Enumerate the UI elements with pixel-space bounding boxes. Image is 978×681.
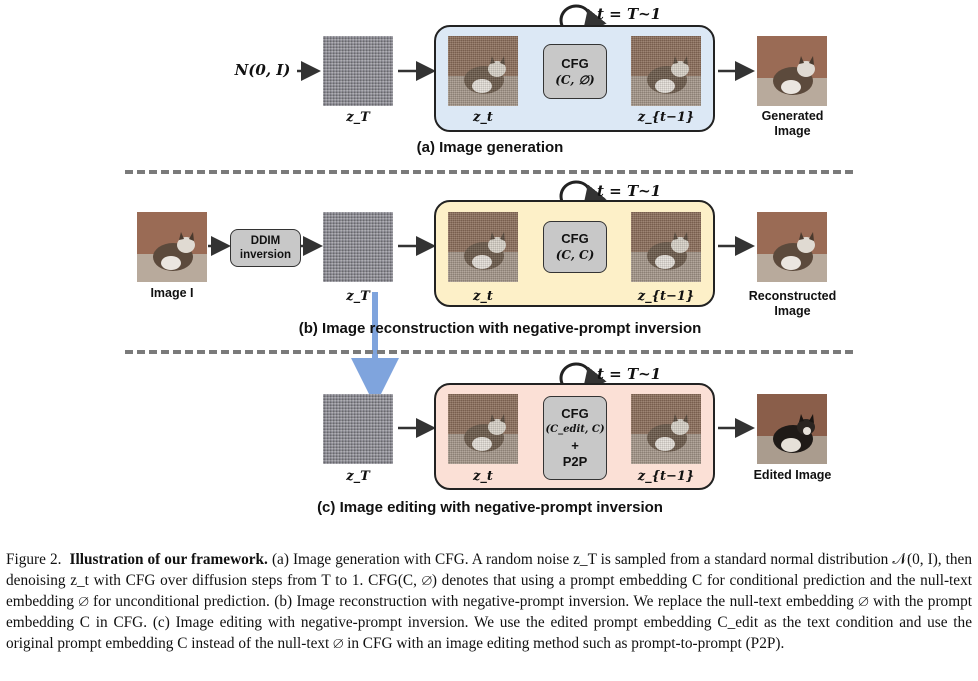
- zt1-label-a: z_{t−1}: [637, 110, 695, 125]
- loop-arrow-b: [559, 180, 607, 211]
- caption-figure-label: Figure 2.: [6, 551, 62, 568]
- noise-image-c: [323, 394, 393, 464]
- edited-cat-image: [757, 394, 827, 464]
- noisy-cat-image-c-zt1: [631, 394, 701, 464]
- cfg-box-a: CFG (C, ∅): [543, 44, 607, 99]
- panel-b-title: (b) Image reconstruction with negative-p…: [298, 320, 702, 337]
- reconstructed-image-caption: Reconstructed Image: [748, 289, 837, 318]
- diagram-arrows: [208, 4, 755, 438]
- loop-label-c: t = T~1: [597, 365, 662, 383]
- zt1-label-c: z_{t−1}: [637, 469, 695, 484]
- loop-label-b: t = T~1: [597, 182, 662, 200]
- noisy-cat-image-a-zt: [448, 36, 518, 106]
- noisy-cat-image-a-zt1: [631, 36, 701, 106]
- caption-bold-title: Illustration of our framework.: [69, 551, 268, 568]
- loop-arrow-c: [559, 362, 607, 393]
- loop-label-a: t = T~1: [597, 5, 662, 23]
- noisy-cat-image-c-zt: [448, 394, 518, 464]
- noisy-cat-image-b-zt1: [631, 212, 701, 282]
- zt-label-b: z_t: [473, 289, 493, 304]
- edited-image-caption: Edited Image: [753, 468, 832, 482]
- input-image-caption: Image I: [150, 286, 194, 300]
- zT-label-c: z_T: [346, 469, 370, 484]
- cfg-box-c: CFG (C_edit, C) + P2P: [543, 396, 607, 480]
- cfg-box-b: CFG (C, C): [543, 221, 607, 273]
- figure-caption: Figure 2. Illustration of our framework.…: [6, 549, 972, 654]
- caption-text: (a) Image generation with CFG. A random …: [6, 551, 972, 652]
- noise-image-b: [323, 212, 393, 282]
- cfg-args-b: (C, C): [555, 248, 595, 262]
- zT-label-a: z_T: [346, 110, 370, 125]
- generated-cat-image: [757, 36, 827, 106]
- ddim-inversion-box: DDIM inversion: [230, 229, 301, 267]
- zt1-label-b: z_{t−1}: [637, 289, 695, 304]
- zT-label-b: z_T: [346, 289, 370, 304]
- cfg-title-a: CFG: [561, 55, 589, 71]
- noise-image-a: [323, 36, 393, 106]
- loop-arrow-a: [559, 4, 607, 35]
- panel-c-title: (c) Image editing with negative-prompt i…: [317, 499, 663, 516]
- input-cat-image: [137, 212, 207, 282]
- generated-image-caption: Generated Image: [761, 109, 824, 138]
- cfg-title-b: CFG: [561, 231, 589, 246]
- divider-2: [125, 350, 853, 354]
- divider-1: [125, 170, 853, 174]
- zt-label-a: z_t: [473, 110, 493, 125]
- cfg-plus-c: +: [571, 438, 579, 453]
- reconstructed-cat-image: [757, 212, 827, 282]
- noisy-cat-image-b-zt: [448, 212, 518, 282]
- cfg-title-c: CFG: [561, 406, 589, 421]
- zt-label-c: z_t: [473, 469, 493, 484]
- cfg-args-a: (C, ∅): [555, 72, 595, 87]
- panel-a-title: (a) Image generation: [416, 139, 564, 156]
- cfg-args-c: (C_edit, C): [545, 424, 605, 435]
- input-noise-label: N(0, I): [234, 61, 291, 79]
- cfg-method-c: P2P: [562, 454, 588, 469]
